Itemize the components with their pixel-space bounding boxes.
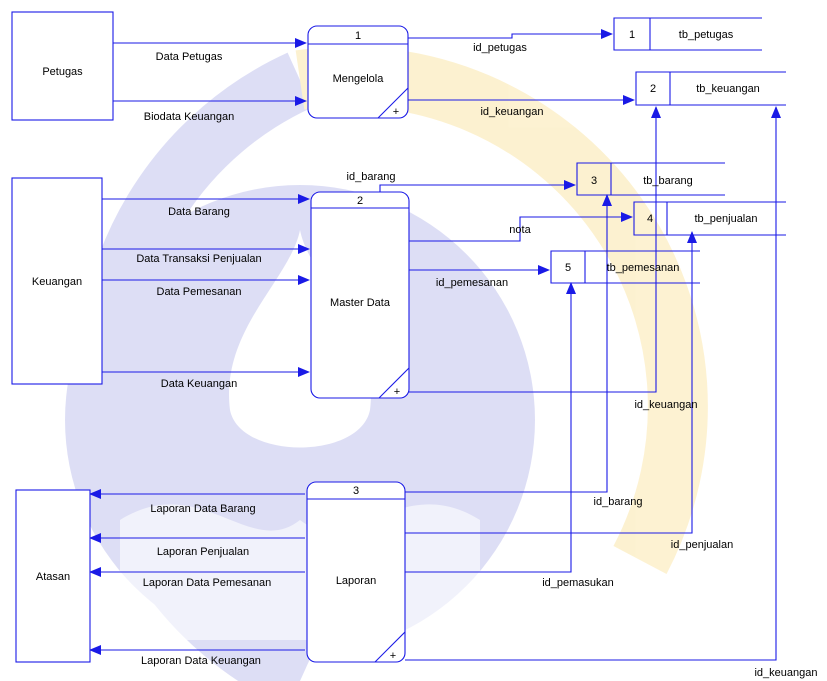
entity-petugas[interactable]: Petugas [11,11,114,121]
flow-laporan-penjualan-label: Laporan Penjualan [157,546,249,558]
store-tb-penjualan-number: 4 [647,213,653,225]
process-2-label: Master Data [330,297,391,309]
flow-data-pemesanan-label: Data Pemesanan [157,286,242,298]
flow-id-pemasukan-label: id_pemasukan [542,577,614,589]
entity-keuangan-box [11,177,103,385]
flow-data-transaksi-label: Data Transaksi Penjualan [136,253,261,265]
flow-id-keuangan-top-label: id_keuangan [480,106,543,118]
store-tb-pemesanan-outline [550,250,700,284]
flow-id-keuangan-mid-line [409,106,661,393]
entity-atasan-label: Atasan [36,571,70,583]
entity-petugas-label: Petugas [42,66,83,78]
flow-id-petugas-label: id_petugas [473,42,527,54]
process-2-plus-icon: + [394,386,400,398]
store-tb-petugas-number: 1 [629,29,635,41]
process-1-plus-icon: + [393,106,399,118]
entity-keuangan-label: Keuangan [32,276,82,288]
process-2-box [310,191,410,399]
watermark-ring-left [76,52,313,681]
store-tb-barang-outline [576,162,725,196]
flow-laporan-barang-label: Laporan Data Barang [150,503,255,515]
process-2[interactable]: 2 Master Data + [310,191,410,399]
store-tb-barang[interactable]: 3 tb_barang [576,162,725,196]
flow-id-keuangan-bottom-line [405,106,781,661]
store-tb-barang-number: 3 [591,175,597,187]
store-tb-keuangan-label: tb_keuangan [696,83,760,95]
process-3-corner [374,631,406,663]
entity-atasan-box [15,489,91,663]
entity-keuangan[interactable]: Keuangan [11,177,103,385]
store-tb-penjualan[interactable]: 4 tb_penjualan [633,201,786,236]
entity-petugas-box [11,11,114,121]
process-3[interactable]: 3 Laporan + [306,481,406,663]
flow-id-keuangan-mid-label: id_keuangan [634,399,697,411]
store-tb-petugas-label: tb_petugas [679,29,734,41]
store-tb-keuangan-outline [635,71,786,106]
process-1-label: Mengelola [333,73,385,85]
flow-data-barang-label: Data Barang [168,206,230,218]
watermark-ring-right [295,46,708,574]
process-2-corner [378,367,410,399]
store-tb-pemesanan[interactable]: 5 tb_pemesanan [550,250,700,284]
flow-nota-label: nota [509,224,531,236]
flow-laporan-keuangan-label: Laporan Data Keuangan [141,655,261,667]
flow-id-penjualan-label: id_penjualan [671,539,733,551]
store-tb-keuangan-number: 2 [650,83,656,95]
flow-id-petugas-line [408,29,613,39]
process-3-box [306,481,406,663]
store-tb-barang-label: tb_barang [643,175,693,187]
store-tb-keuangan[interactable]: 2 tb_keuangan [635,71,786,106]
store-tb-pemesanan-label: tb_pemesanan [607,262,680,274]
flow-id-keuangan-bottom-label: id_keuangan [754,667,817,679]
flow-id-barang-top-label: id_barang [347,171,396,183]
process-1[interactable]: 1 Mengelola + [307,25,409,119]
flow-id-barang-bottom-line [405,194,612,493]
process-3-number: 3 [353,485,359,497]
process-1-number: 1 [355,30,361,42]
process-3-plus-icon: + [390,650,396,662]
process-3-label: Laporan [336,575,376,587]
flow-nota-line [409,212,633,242]
flow-id-barang-top-line [379,180,576,192]
entity-atasan[interactable]: Atasan [15,489,91,663]
process-1-box [307,25,409,119]
flow-id-pemasukan-line [405,282,576,573]
flow-data-keuangan-label: Data Keuangan [161,378,237,390]
flow-id-penjualan-line [405,231,697,534]
store-tb-pemesanan-number: 5 [565,262,571,274]
flow-data-petugas-label: Data Petugas [156,51,223,63]
process-2-number: 2 [357,195,363,207]
store-tb-petugas[interactable]: 1 tb_petugas [613,17,762,51]
flow-laporan-pemesanan-label: Laporan Data Pemesanan [143,577,271,589]
flow-id-pemesanan-label: id_pemesanan [436,277,508,289]
flow-id-barang-bottom-label: id_barang [594,496,643,508]
store-tb-penjualan-outline [633,201,786,236]
flow-biodata-keuangan-label: Biodata Keuangan [144,111,235,123]
store-tb-penjualan-label: tb_penjualan [694,213,757,225]
process-1-corner [377,87,409,119]
store-tb-petugas-outline [613,17,762,51]
